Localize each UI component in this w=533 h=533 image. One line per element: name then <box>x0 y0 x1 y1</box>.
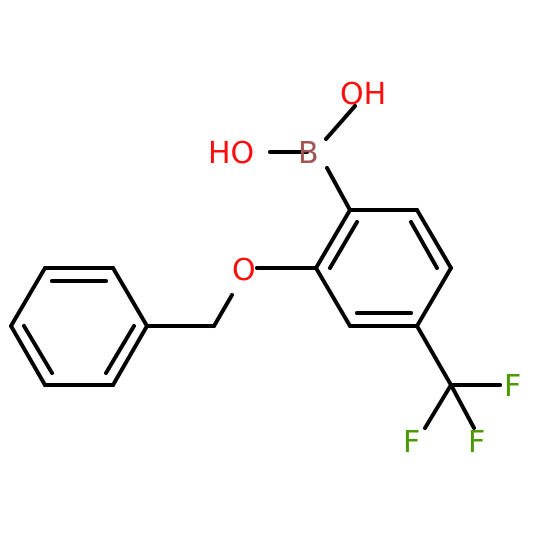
bond <box>415 324 453 387</box>
fluorine-label-bottom: F <box>468 425 485 460</box>
fluorine-label-left: F <box>403 425 420 460</box>
bond <box>111 266 149 328</box>
bond <box>415 266 453 328</box>
boron-label: B <box>298 136 319 171</box>
fluorine-label-right: F <box>504 369 521 404</box>
bond <box>212 293 234 328</box>
bond <box>104 324 136 375</box>
ether-oxygen-label: O <box>232 253 256 288</box>
hydroxyl-label-left: HO <box>208 136 254 171</box>
central-ring <box>314 208 453 328</box>
bond <box>415 208 453 270</box>
bond <box>324 104 357 141</box>
bond <box>314 208 352 270</box>
bond <box>328 220 359 270</box>
hydroxyl-label-top: OH <box>340 77 386 112</box>
benzyl-ring <box>9 266 149 387</box>
bond <box>423 383 453 430</box>
bond <box>314 266 352 328</box>
bond <box>325 166 352 212</box>
bond <box>9 324 47 387</box>
bond <box>449 383 476 430</box>
bond <box>22 324 54 375</box>
bond <box>111 324 149 387</box>
bond <box>409 220 439 270</box>
bond <box>9 266 47 328</box>
